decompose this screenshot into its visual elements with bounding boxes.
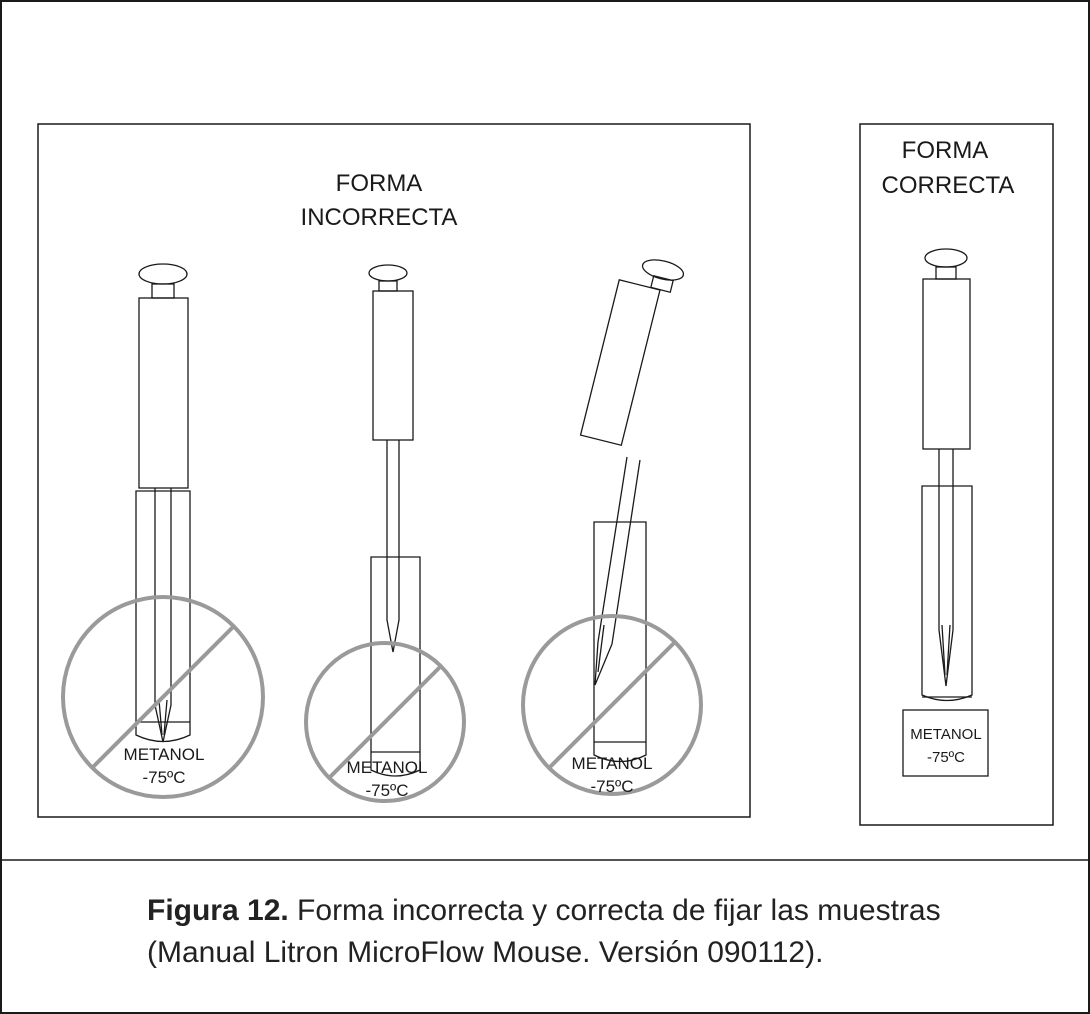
prohibition-sign-2 — [304, 641, 466, 803]
tube-label-line1: METANOL — [347, 758, 428, 777]
pipette-body — [138, 297, 189, 489]
incorrect-title-line1: FORMA — [336, 170, 423, 197]
pipette-example-shallow — [368, 264, 421, 777]
sample-tube — [593, 521, 647, 763]
pipette-body — [922, 278, 971, 450]
tip-inner — [597, 624, 605, 673]
pipette-tip — [594, 456, 641, 686]
tube-label-line2: -75ºC — [590, 777, 633, 796]
correct-panel-border — [859, 123, 1054, 826]
pipette-knob — [924, 248, 968, 268]
correct-title-line1: FORMA — [902, 137, 989, 164]
figure-caption: Figura 12. Forma incorrecta y correcta d… — [147, 890, 1047, 974]
tube-label-line2: -75ºC — [365, 781, 408, 800]
tip-inner-left — [158, 699, 163, 736]
correct-panel: FORMA CORRECTA METANOL -75ºC — [859, 123, 1054, 826]
pipette-body — [579, 279, 661, 447]
sample-tube — [135, 490, 191, 743]
pipette-example-tilted — [579, 259, 685, 763]
tube-label-line2: -75ºC — [142, 768, 185, 787]
prohibition-slash — [547, 640, 677, 770]
tube-label-line1: METANOL — [572, 754, 653, 773]
pipette-knob — [641, 259, 685, 281]
caption-figure-label: Figura 12. — [147, 894, 289, 927]
pipette-knob — [368, 264, 408, 282]
pipette-plunger — [378, 280, 398, 292]
caption-text-line2: (Manual Litron MicroFlow Mouse. Versión … — [147, 936, 824, 969]
sample-tube — [921, 485, 973, 702]
tube-label-line1: METANOL — [910, 726, 981, 743]
incorrect-panel-border — [37, 123, 751, 818]
prohibition-circle — [304, 641, 466, 803]
tube-label-line1: METANOL — [124, 745, 205, 764]
prohibition-slash — [327, 664, 443, 780]
sample-tube — [370, 556, 421, 777]
tip-inner-right — [163, 699, 168, 736]
correct-title-line2: CORRECTA — [882, 172, 1015, 199]
pipette-tip — [154, 488, 172, 743]
prohibition-circle — [521, 614, 703, 796]
pipette-example-immersed — [135, 263, 191, 743]
pipette-tip — [938, 449, 954, 687]
tube-label-line2: -75ºC — [927, 749, 965, 766]
prohibition-sign-3 — [521, 614, 703, 796]
pipette-body — [372, 290, 414, 441]
incorrect-title-line2: INCORRECTA — [301, 204, 458, 231]
tip-inner-right — [946, 624, 951, 676]
caption-text-line1: Forma incorrecta y correcta de fijar las… — [288, 894, 941, 927]
pipette-tip — [386, 440, 400, 653]
prohibition-sign-1 — [61, 595, 265, 799]
prohibition-circle — [61, 595, 265, 799]
caption-line1: Figura 12. Forma incorrecta y correcta d… — [147, 890, 1047, 932]
incorrect-panel: FORMA INCORRECTA METANOL -75ºC — [37, 123, 751, 818]
pipette-knob — [138, 263, 188, 285]
pipette-plunger — [935, 266, 957, 280]
pipette-plunger — [151, 283, 175, 299]
tip-inner-left — [941, 624, 946, 676]
prohibition-slash — [91, 625, 235, 769]
methanol-bath — [902, 709, 989, 777]
pipette-example-correct — [902, 248, 989, 777]
